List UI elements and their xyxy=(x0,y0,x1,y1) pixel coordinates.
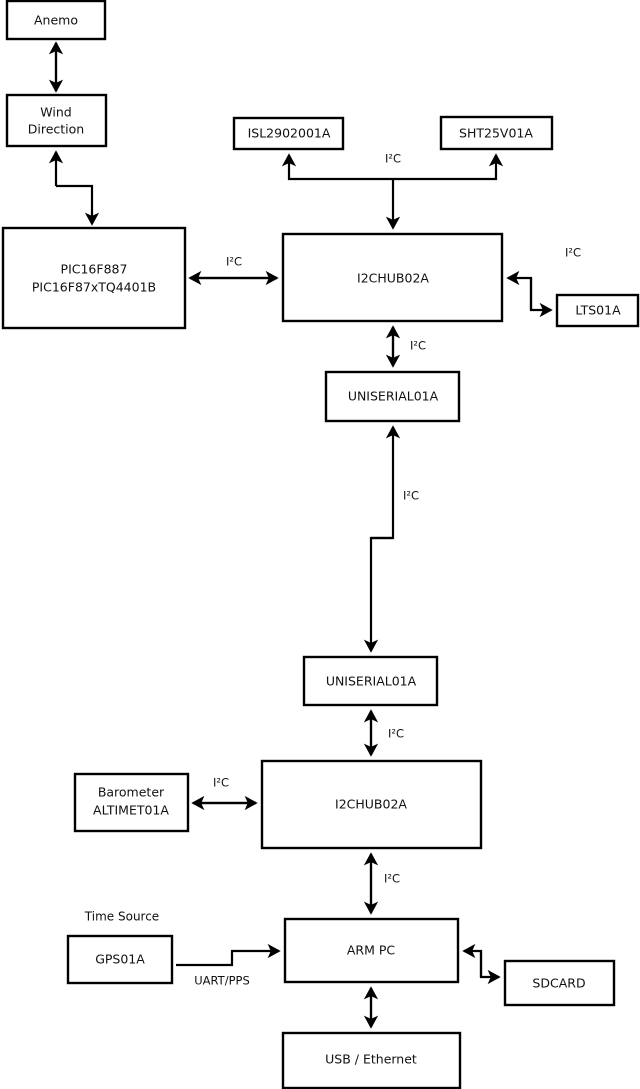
node-wind-direction[interactable]: Wind Direction xyxy=(5,93,108,148)
free-labels-layer: Time Source xyxy=(84,910,159,924)
edge-label-i2c-baro-hub2: I²C xyxy=(213,776,229,790)
node-pic-mcu-label-line1: PIC16F887 xyxy=(61,262,128,277)
edges-layer xyxy=(48,41,553,1029)
edge-label-uart-pps: UART/PPS xyxy=(194,974,250,988)
edge-label-i2c-sensors-hub: I²C xyxy=(385,152,401,166)
node-i2chub02a-bottom[interactable]: I2CHUB02A xyxy=(260,759,483,850)
edge-label-i2c-pic-hub: I²C xyxy=(226,255,242,269)
node-arm-pc[interactable]: ARM PC xyxy=(283,917,460,984)
edge-gps-arm xyxy=(176,943,281,967)
node-barometer-label-line2: ALTIMET01A xyxy=(93,803,169,818)
edge-wind-pic xyxy=(56,184,100,226)
node-usb-ethernet-label: USB / Ethernet xyxy=(325,1052,417,1067)
edge-arm-sdcard xyxy=(479,951,501,985)
node-gps01a[interactable]: GPS01A xyxy=(66,934,174,985)
node-barometer-label-line1: Barometer xyxy=(98,785,165,800)
node-barometer[interactable]: Barometer ALTIMET01A xyxy=(73,772,190,833)
node-anemo[interactable]: Anemo xyxy=(5,0,107,41)
node-wind-direction-label-line1: Wind xyxy=(40,105,71,120)
edge-hub-lts xyxy=(529,278,553,318)
label-time-source: Time Source xyxy=(84,910,159,924)
edge-sensorbus-sht xyxy=(393,153,504,181)
node-pic-mcu-label-line2: PIC16F87xTQ4401B xyxy=(32,280,156,295)
node-sdcard[interactable]: SDCARD xyxy=(503,959,616,1007)
edge-uniser-link-up xyxy=(371,425,401,540)
node-arm-pc-label: ARM PC xyxy=(347,943,396,958)
node-i2chub02a-top-label: I2CHUB02A xyxy=(357,271,429,286)
node-sdcard-label: SDCARD xyxy=(532,976,585,991)
node-sht25v01a-label: SHT25V01A xyxy=(459,126,533,141)
node-wind-direction-label-line2: Direction xyxy=(28,122,84,137)
edge-label-i2c-hub-lts: I²C xyxy=(565,246,581,260)
node-isl2902001a-label: ISL2902001A xyxy=(248,126,331,141)
edge-label-i2c-uniser-link: I²C xyxy=(403,489,419,503)
node-i2chub02a-top[interactable]: I2CHUB02A xyxy=(281,232,504,323)
node-lts01a-label: LTS01A xyxy=(575,303,621,318)
node-uniserial01a-top-label: UNISERIAL01A xyxy=(348,389,439,404)
node-isl2902001a[interactable]: ISL2902001A xyxy=(232,116,345,151)
node-pic-mcu[interactable]: PIC16F887 PIC16F87xTQ4401B xyxy=(1,226,187,330)
node-lts01a[interactable]: LTS01A xyxy=(555,293,640,328)
edge-labels-layer: I²C I²C I²C I²C I²C I²C I²C I²C UART/PPS xyxy=(194,152,581,988)
edge-lts-hub xyxy=(506,270,533,310)
node-uniserial01a-top[interactable]: UNISERIAL01A xyxy=(324,370,461,423)
edge-label-i2c-hub2-arm: I²C xyxy=(384,872,400,886)
node-sht25v01a[interactable]: SHT25V01A xyxy=(439,115,554,151)
node-uniserial01a-bottom-label: UNISERIAL01A xyxy=(326,674,417,689)
node-gps01a-label: GPS01A xyxy=(95,952,145,967)
edge-label-i2c-hub-uniser: I²C xyxy=(410,339,426,353)
node-usb-ethernet[interactable]: USB / Ethernet xyxy=(281,1031,462,1089)
edge-sensorbus-isl xyxy=(281,153,393,181)
edge-label-i2c-uniser-hub2: I²C xyxy=(388,727,404,741)
node-uniserial01a-bottom[interactable]: UNISERIAL01A xyxy=(302,655,439,707)
edge-uniser-link-down xyxy=(363,536,393,653)
edge-sdcard-arm xyxy=(462,943,483,977)
node-anemo-label: Anemo xyxy=(34,13,78,28)
node-i2chub02a-bottom-label: I2CHUB02A xyxy=(335,797,407,812)
